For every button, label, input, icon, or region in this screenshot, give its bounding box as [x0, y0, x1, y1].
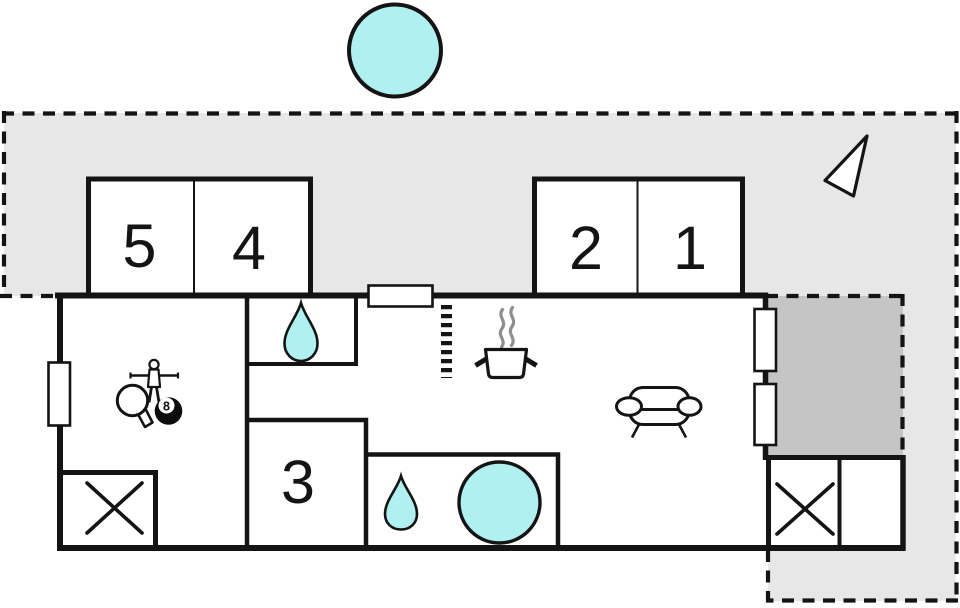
sofa-leg: [677, 423, 688, 439]
table-tennis-paddle-icon: [115, 383, 154, 429]
pot-handle: [474, 356, 489, 368]
sofa-icon: [615, 386, 703, 439]
covered-patio-surface: [767, 296, 903, 458]
paddle-blade: [115, 383, 150, 418]
pot-body: [483, 347, 529, 380]
room-1-label: 1: [673, 214, 707, 282]
wardrobe-x-annex: [775, 482, 835, 536]
wardrobe-cross-icon: [85, 481, 144, 535]
windows: [47, 284, 778, 447]
room-2-label: 2: [569, 214, 603, 282]
sofa-leg: [630, 423, 641, 439]
annex-floor: [766, 457, 903, 548]
window-north-icon: [367, 284, 434, 308]
plot-boundary: [0, 111, 959, 603]
eight-ball-icon: 8: [154, 397, 183, 425]
foosball-player-icon: [129, 358, 180, 403]
room-labels: 5 4 2 1 3: [123, 212, 707, 516]
player-leg: [147, 386, 153, 403]
room-4-label: 4: [232, 214, 266, 282]
game-room-icons: 8: [115, 358, 183, 429]
room-3-label: 3: [281, 448, 315, 516]
player-torso: [146, 368, 162, 389]
sofa-armrest: [615, 396, 643, 417]
room-5-label: 5: [123, 212, 157, 280]
stove-pot-icon: [474, 305, 538, 380]
steam-line: [508, 305, 516, 348]
pot-handle: [523, 356, 538, 368]
wardrobe-cross-icon: [775, 482, 835, 536]
player-head: [148, 358, 160, 371]
player-leg: [155, 386, 161, 403]
window-west-icon: [47, 361, 72, 427]
hot-tub-icon: [347, 2, 443, 99]
wardrobe-x-southwest: [85, 481, 144, 535]
wc-droplet-icon: [283, 298, 319, 363]
window-east-lower-icon: [753, 382, 778, 447]
eight-ball-number: 8: [163, 400, 170, 414]
steam-line: [498, 307, 506, 349]
eight-ball-circle: [158, 397, 175, 414]
window-east-upper-icon: [753, 307, 778, 373]
sofa-armrest: [676, 396, 703, 417]
north-arrow-icon: [823, 134, 869, 198]
bedroom-block-west-floor: [86, 177, 313, 296]
shower-droplet-icon: [383, 471, 419, 531]
bathtub-icon: [457, 460, 542, 545]
